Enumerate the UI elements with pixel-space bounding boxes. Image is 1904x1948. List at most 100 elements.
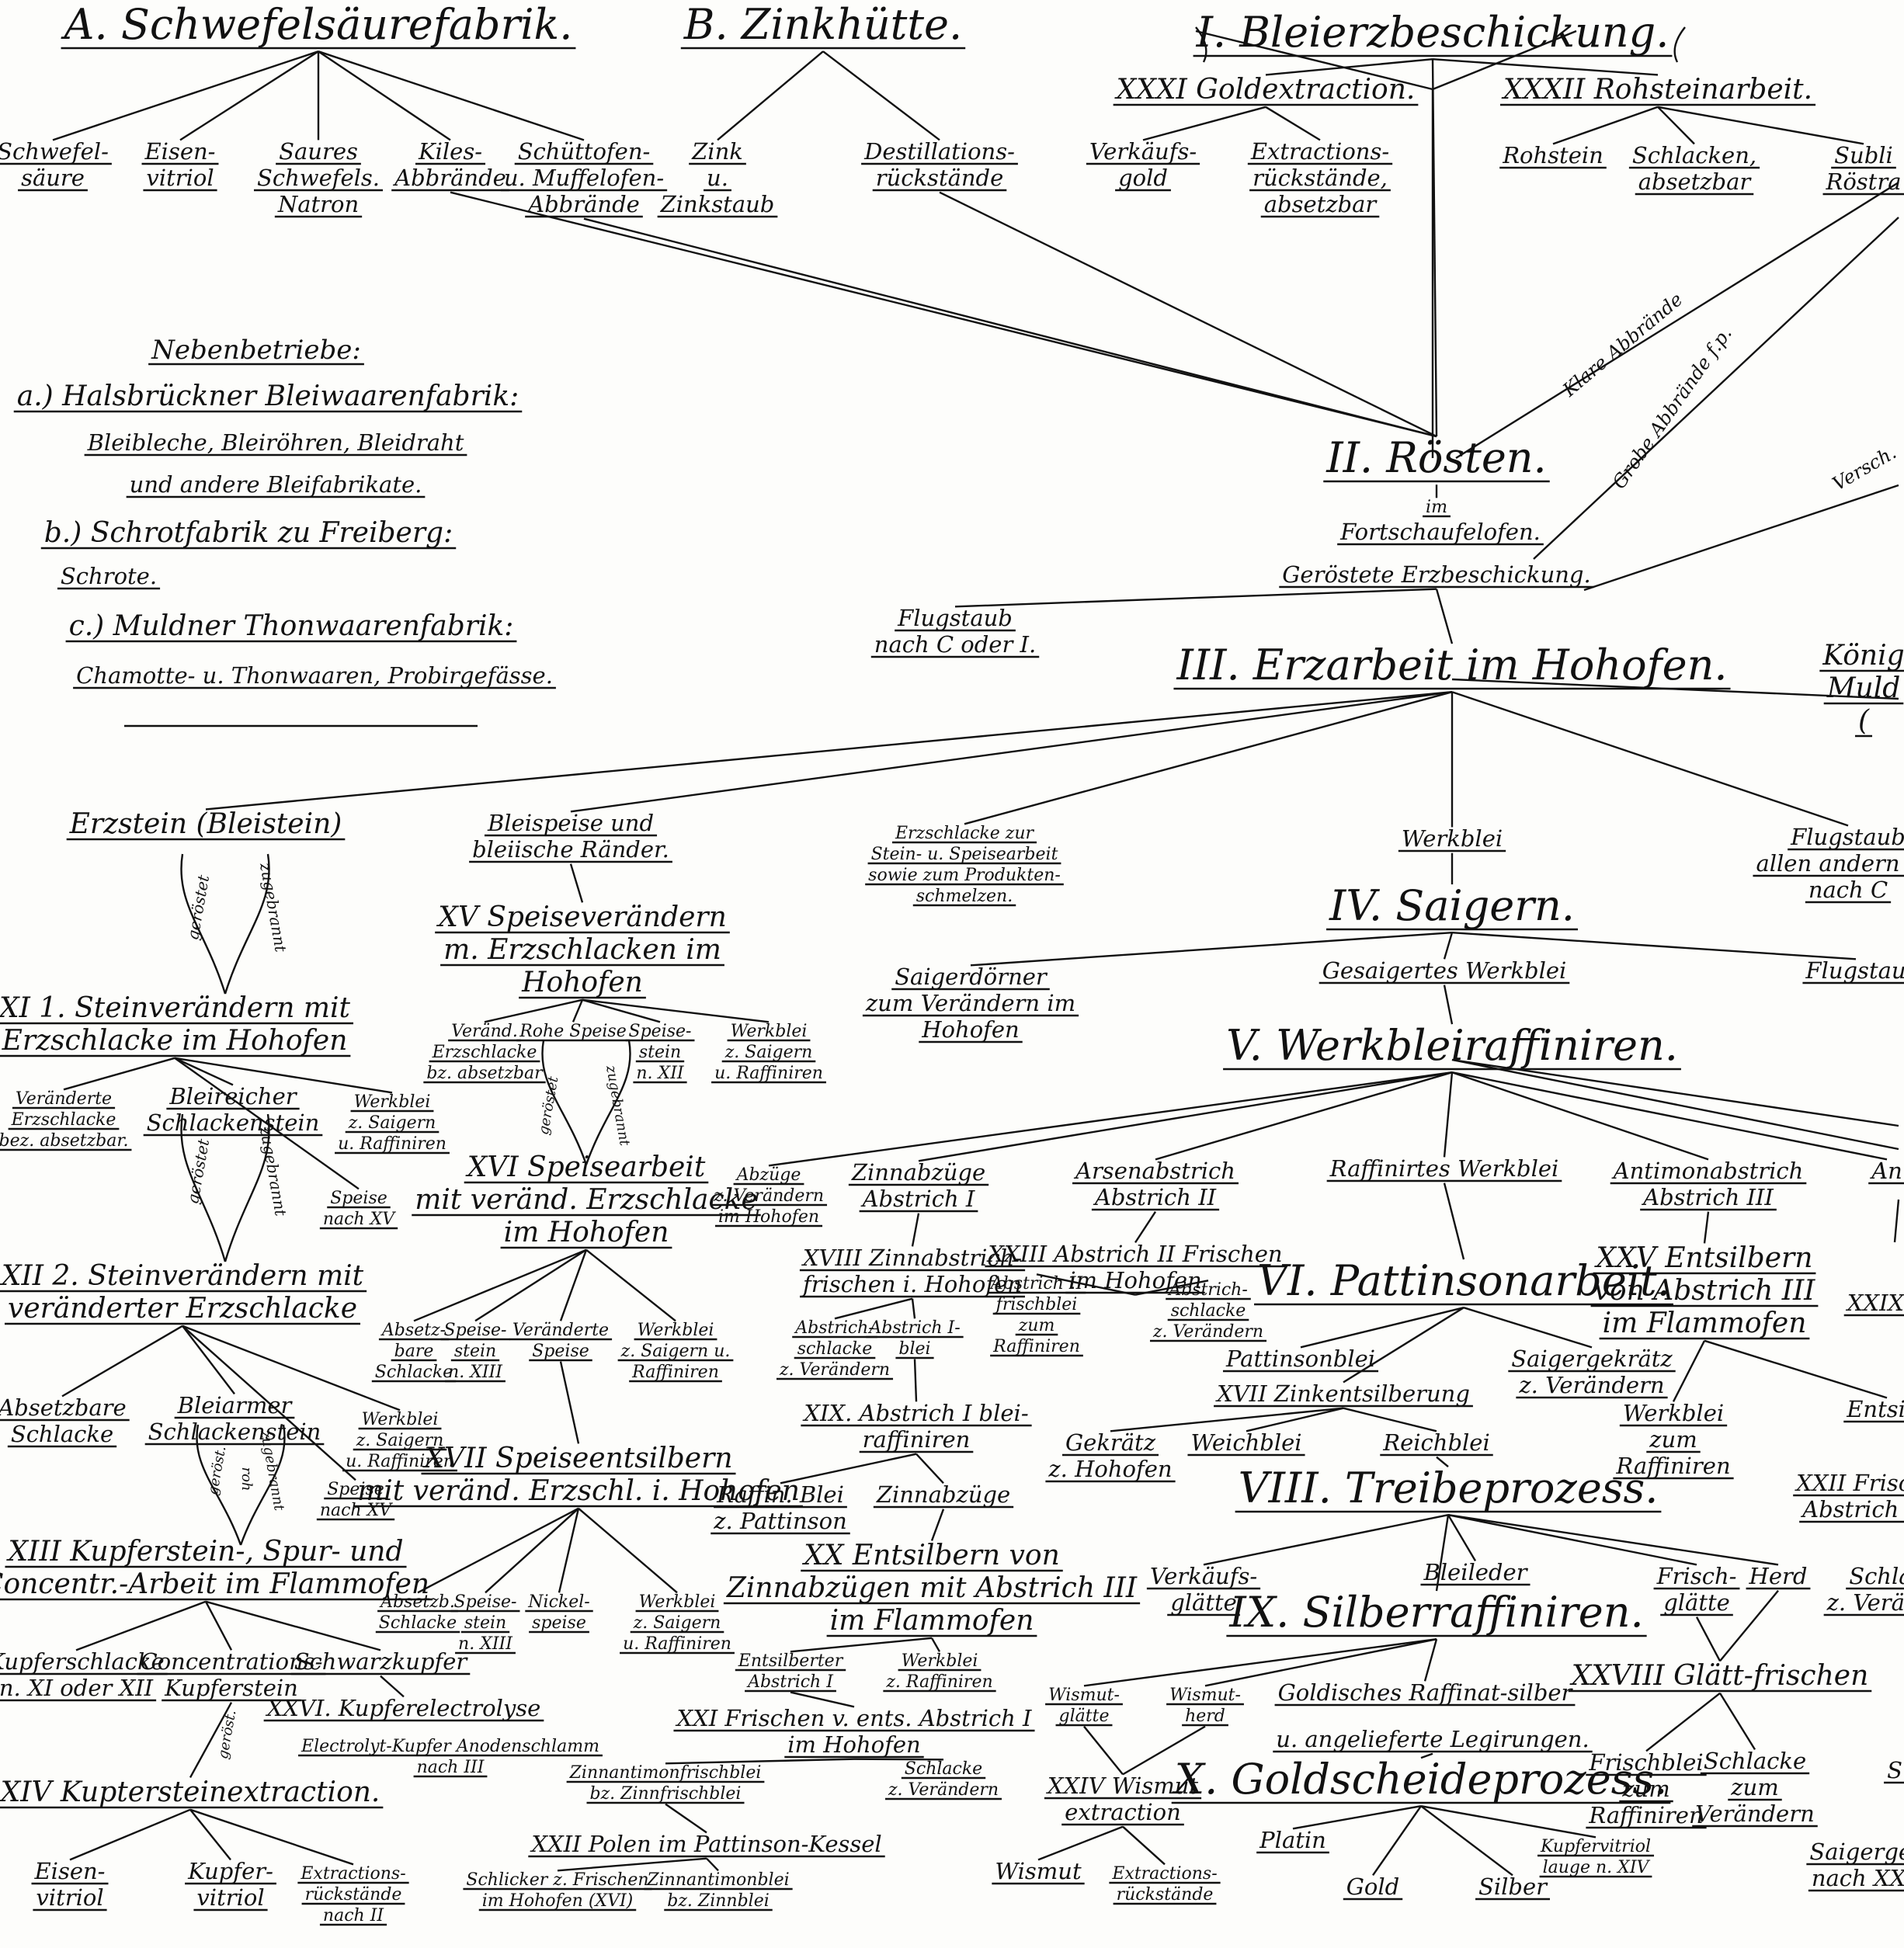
node-text: Erzschlacke <box>432 1043 537 1062</box>
node-text: S <box>1887 1757 1902 1783</box>
node-text: I. Bleierzbeschickung. <box>1196 8 1669 57</box>
node-text: Zink <box>691 138 743 165</box>
edge-XIII-concst <box>204 1601 233 1651</box>
node-text: allen andern Ho <box>1756 850 1904 877</box>
node-text: Raffinirtes Werkblei <box>1329 1155 1559 1182</box>
node-text: Herd <box>1749 1563 1808 1589</box>
edge-V-abz <box>768 1071 1453 1167</box>
node-weich: Weichblei <box>1187 1429 1305 1457</box>
edge-reich-VIII <box>1436 1456 1449 1468</box>
edge-XIII-schwkup <box>205 1600 381 1651</box>
node-text: B. Zinkhütte. <box>683 0 962 49</box>
node-text: Zinkstaub <box>660 191 775 217</box>
node-text: z. Verändern <box>1152 1322 1263 1342</box>
edge-I-x32 <box>1432 58 1659 76</box>
node-text: XXIV Wismut <box>1046 1773 1199 1799</box>
node-text: Weichblei <box>1190 1429 1301 1456</box>
node-XXVIII: XXVIII Glätt-frischen <box>1568 1660 1872 1693</box>
connector-line <box>1583 484 1899 592</box>
node-text: bare <box>394 1342 434 1361</box>
node-frischgl: Frisch-glätte <box>1653 1563 1740 1616</box>
node-text: Wismut- <box>1169 1686 1241 1705</box>
node-xviii2: Abstrich I-blei <box>866 1318 964 1359</box>
node-text: zum <box>1649 1426 1697 1453</box>
line-label: zugebrannt <box>603 1064 633 1148</box>
node-n4: Werkblei <box>1398 825 1506 852</box>
node-text: Absetzb. <box>379 1592 455 1612</box>
node-nc: c.) Muldner Thonwaarenfabrik: <box>65 610 517 643</box>
edge-XV-xv2 <box>572 999 584 1023</box>
node-extr2: Extractions-rückstände <box>1109 1864 1221 1905</box>
node-text: Flugstaub <box>1790 824 1904 850</box>
node-text: Schlacke <box>1704 1748 1806 1774</box>
edge-XIV-extr <box>189 1808 354 1866</box>
node-text: c.) Muldner Thonwaarenfabrik: <box>69 610 514 642</box>
node-XIX: XIX. Abstrich I blei-raffiniren <box>801 1400 1032 1453</box>
edge-XIII-kupsch <box>75 1600 207 1651</box>
node-text: bz. Zinnfrischblei <box>590 1784 742 1804</box>
node-text: Werkblei <box>354 1092 431 1112</box>
edge-XV-xv3 <box>582 998 661 1023</box>
edge-XV-xv1 <box>484 998 583 1023</box>
node-XXII: XXII Polen im Pattinson-Kessel <box>528 1831 885 1858</box>
node-text: VIII. Treibeprozess. <box>1239 1464 1659 1512</box>
node-V: V. Werkbleiraffiniren. <box>1223 1021 1681 1071</box>
node-text: Abstrich I <box>860 1186 975 1212</box>
node-text: Frisch- <box>1656 1563 1737 1589</box>
node-text: Schlackenstein <box>147 1109 320 1136</box>
node-text: Bleileder <box>1423 1559 1528 1585</box>
node-text: Electrolyt-Kupfer Anodenschlamm <box>301 1737 599 1756</box>
edge-XXV-entsilb <box>1704 1339 1888 1399</box>
node-platin: Platin <box>1256 1827 1329 1854</box>
node-text: XXVI. Kupferelectrolyse <box>266 1695 541 1721</box>
edge-XXII-schlick <box>557 1857 707 1872</box>
node-text: Abstrich- <box>794 1318 874 1338</box>
node-text: sowie zum Produkten- <box>868 866 1061 885</box>
node-text: Schlacke <box>379 1613 457 1633</box>
node-IIb: Fortschaufelofen. <box>1337 519 1544 546</box>
edge-XII-xii1 <box>61 1325 183 1398</box>
node-x32a: Rohstein <box>1499 142 1607 169</box>
node-text: Speise <box>532 1342 589 1361</box>
loop-ornament <box>196 1424 286 1546</box>
node-schla: Schlacz. Verände <box>1823 1563 1904 1616</box>
node-a5: Schüttofen-u. Muffelofen-Abbrände <box>500 138 668 218</box>
node-text: absetzbar <box>1638 168 1753 195</box>
node-text: IV. Saigern. <box>1329 881 1575 930</box>
node-text: XI 1. Steinverändern mit <box>0 992 351 1024</box>
node-text: z. Raffiniren <box>885 1672 992 1692</box>
node-text: Abstrich I <box>746 1672 834 1692</box>
node-text: Schlacke <box>375 1363 453 1382</box>
node-text: Rohstein <box>1502 142 1603 168</box>
node-text: Kupferschlacke <box>0 1648 165 1675</box>
edge-I-x31 <box>1265 58 1433 76</box>
node-text: XXV Entsilbern <box>1594 1242 1813 1274</box>
edge-n2-XV <box>569 863 584 903</box>
edge-V-antim <box>1451 1071 1709 1161</box>
node-text: Schwefels. <box>257 165 380 191</box>
node-text: XXIX. <box>1846 1290 1904 1316</box>
node-I: I. Bleierzbeschickung. <box>1193 8 1673 57</box>
edge-flug1-IIc <box>954 588 1437 608</box>
node-text: u. angelieferte Legirungen. <box>1276 1726 1589 1752</box>
edge-XI-xi1 <box>63 1057 175 1091</box>
edge-XVI-xvi3 <box>559 1249 588 1321</box>
node-text: XII 2. Steinverändern mit <box>0 1260 364 1292</box>
edge-A-a5 <box>318 50 585 141</box>
node-text: Gesaigertes Werkblei <box>1322 957 1567 984</box>
edge-XVII-gekr <box>1110 1407 1344 1432</box>
edge-zinnant-XXII <box>665 1803 707 1834</box>
node-text: säure <box>21 165 85 191</box>
